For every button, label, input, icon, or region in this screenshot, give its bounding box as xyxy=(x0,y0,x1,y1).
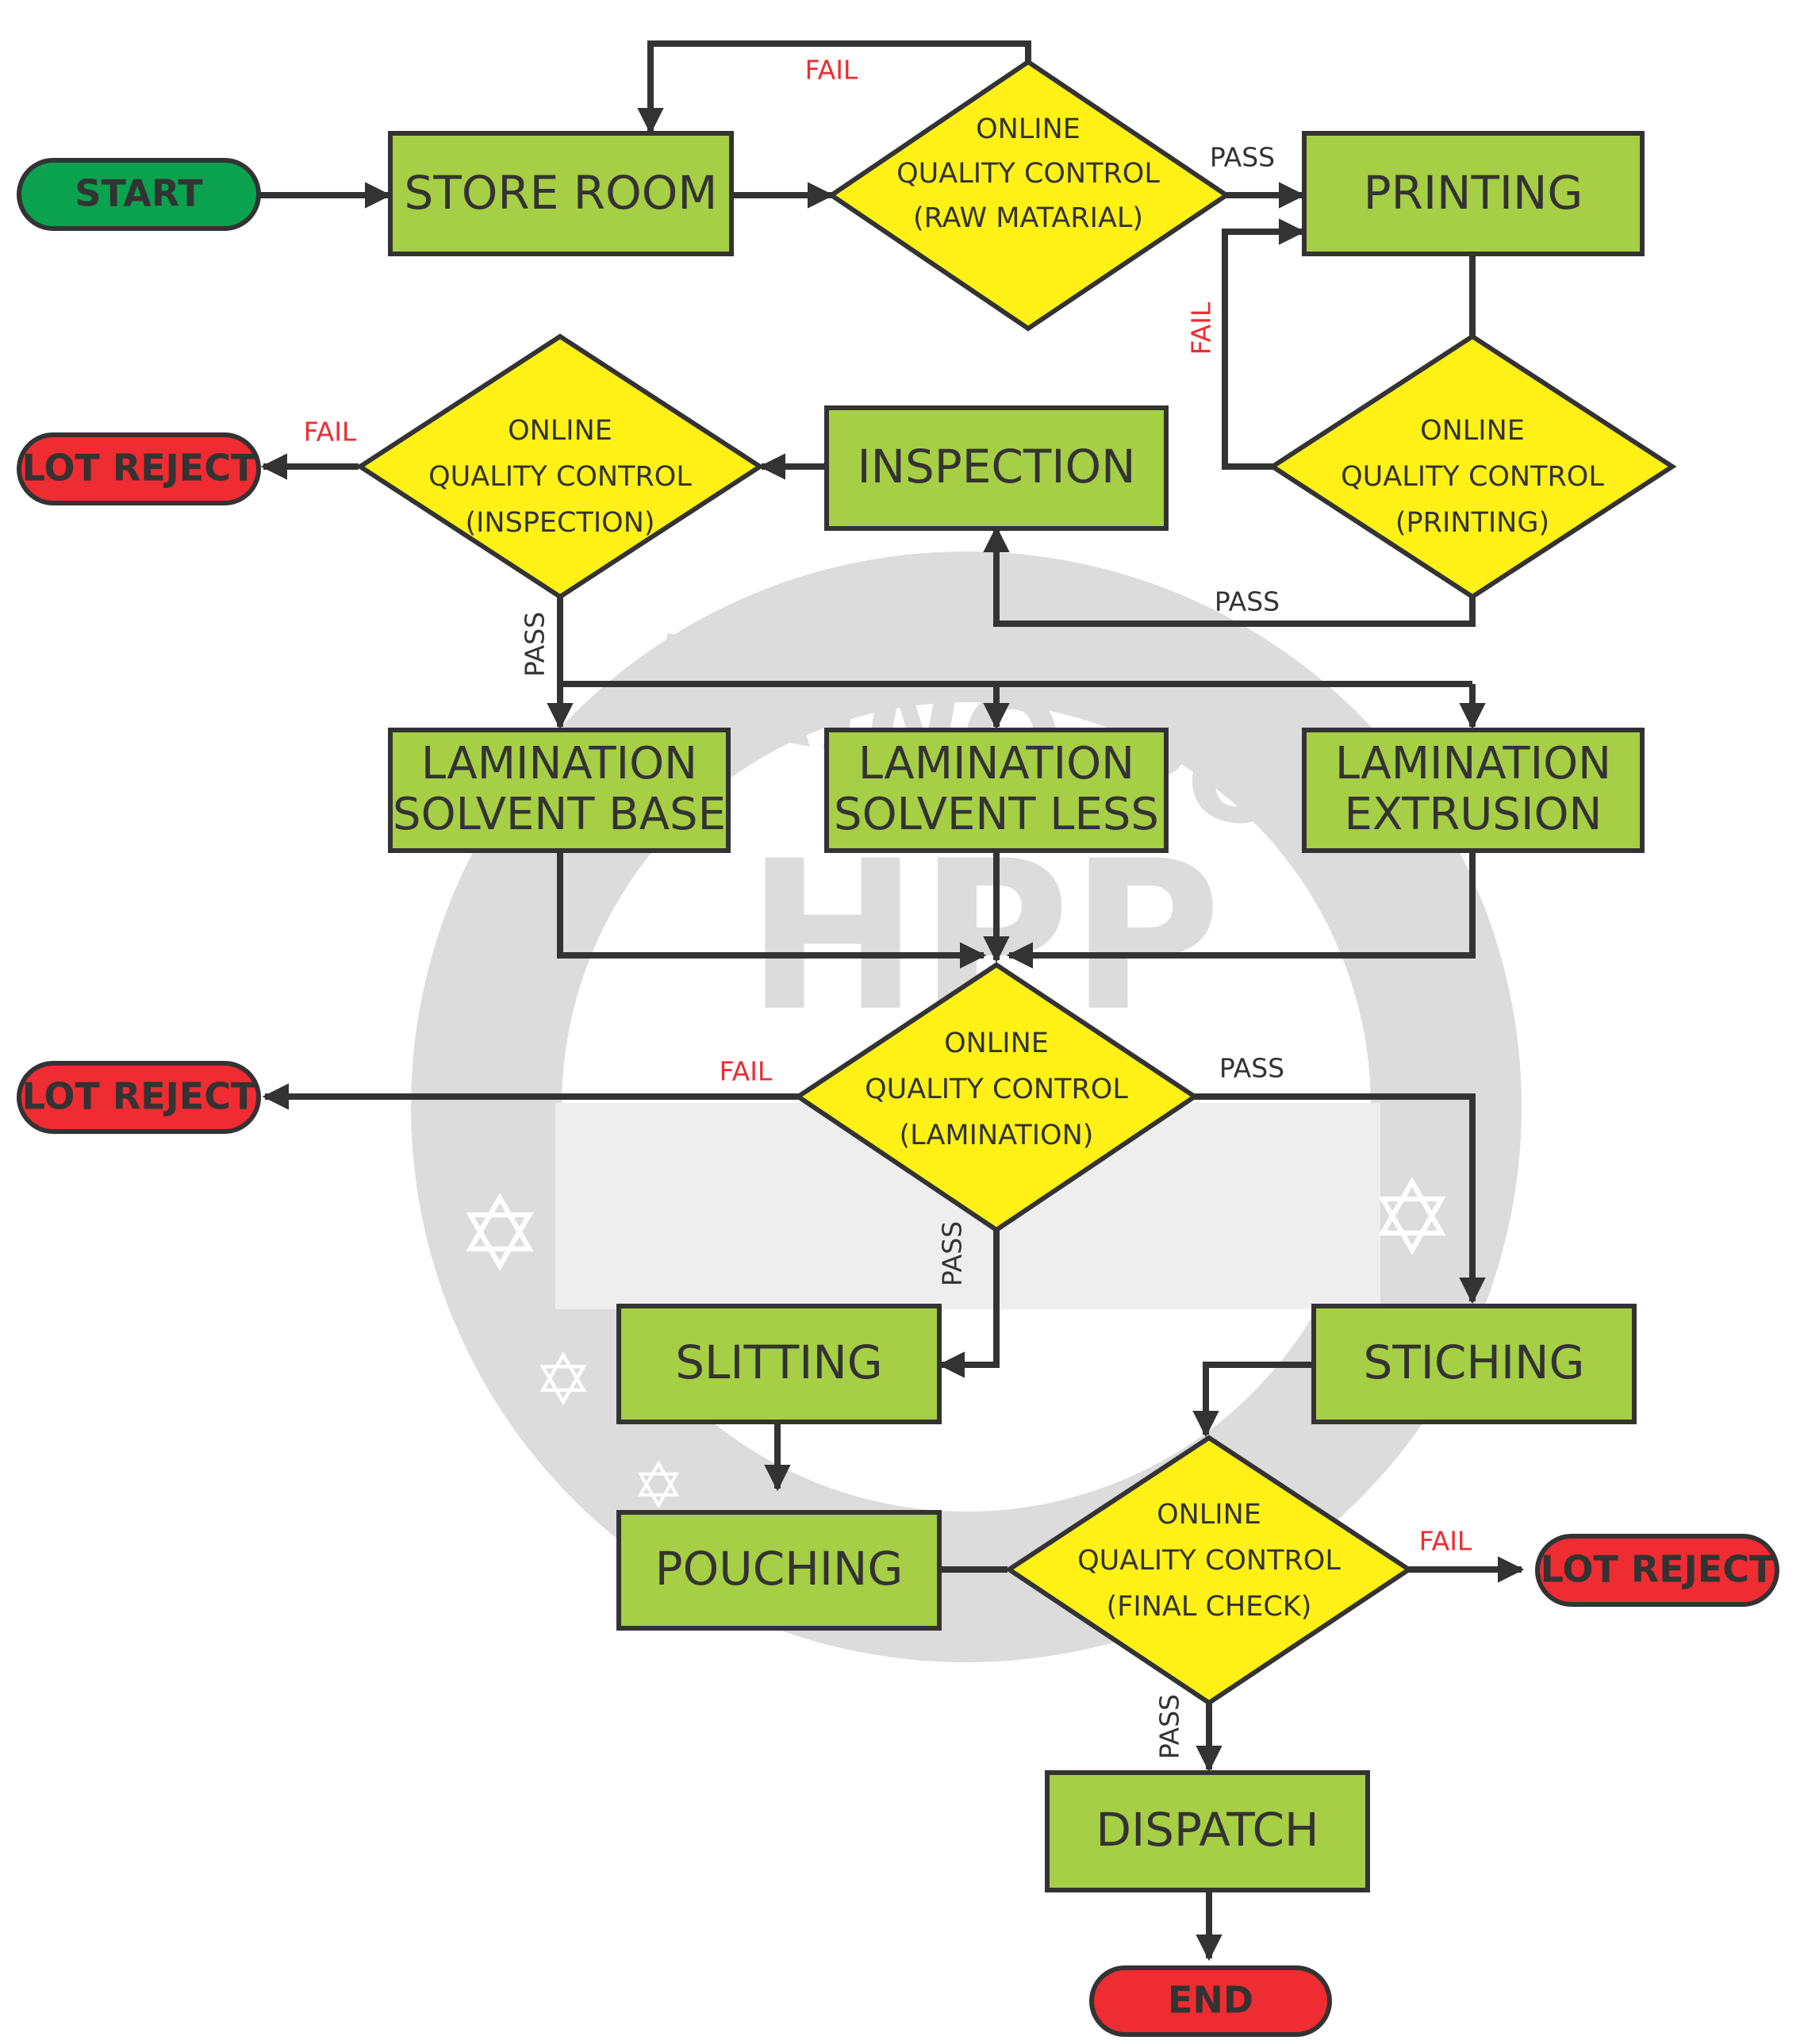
start-terminal: START xyxy=(17,158,261,231)
qc-final-line3: (FINAL CHECK) xyxy=(1107,1591,1312,1623)
qc-inspection-line1: ONLINE xyxy=(508,415,612,447)
qc-printing-line3: (PRINTING) xyxy=(1395,507,1549,539)
connector-merge-extrusion xyxy=(1006,851,1476,969)
qc-printing-line2: QUALITY CONTROL xyxy=(1341,461,1604,493)
lamination-extrusion-line2: EXTRUSION xyxy=(1345,789,1602,840)
store-room-label: STORE ROOM xyxy=(405,166,718,220)
qc-final-check-diamond: ONLINE QUALITY CONTROL (FINAL CHECK) xyxy=(1004,1435,1414,1706)
lamination-extrusion-line1: LAMINATION xyxy=(1335,738,1611,790)
inspection-label: INSPECTION xyxy=(857,440,1135,494)
lot-reject-lamination: LOT REJECT xyxy=(17,1061,261,1134)
pass-label: PASS xyxy=(1154,1694,1185,1759)
fail-label: FAIL xyxy=(720,1056,773,1087)
pass-label: PASS xyxy=(937,1221,968,1286)
connector-merge-base xyxy=(557,851,987,969)
qc-inspection-line3: (INSPECTION) xyxy=(465,507,654,539)
qc-printing-diamond: ONLINE QUALITY CONTROL (PRINTING) xyxy=(1268,333,1677,600)
end-terminal: END xyxy=(1089,1965,1332,2037)
fail-label: FAIL xyxy=(1186,302,1217,355)
qc-lamination-line1: ONLINE xyxy=(944,1028,1049,1059)
lamination-solvent-less-line1: LAMINATION xyxy=(858,738,1134,790)
connectors xyxy=(259,40,1525,1961)
lamination-solvent-less-line2: SOLVENT LESS xyxy=(834,789,1159,840)
slitting-label: SLITTING xyxy=(675,1335,883,1389)
watermark-star-icon: ✡ xyxy=(457,1178,543,1293)
lot-reject-label: LOT REJECT xyxy=(1541,1548,1775,1591)
connector-qclam-pass-slitting xyxy=(938,1230,1000,1378)
lot-reject-inspection: LOT REJECT xyxy=(17,432,261,505)
printing-label: PRINTING xyxy=(1364,166,1583,220)
qc-lamination-line2: QUALITY CONTROL xyxy=(865,1074,1128,1105)
qc-final-line1: ONLINE xyxy=(1157,1499,1261,1531)
connector-stiching-qcfinal xyxy=(1192,1362,1312,1438)
connector-qcprint-pass xyxy=(983,525,1476,627)
qc-raw-line2: QUALITY CONTROL xyxy=(896,158,1160,190)
qc-raw-material-diamond: ONLINE QUALITY CONTROL (RAW MATARIAL) xyxy=(827,59,1231,332)
lamination-solvent-base-line1: LAMINATION xyxy=(421,738,697,790)
qc-printing-line1: ONLINE xyxy=(1420,415,1525,447)
slitting-box: SLITTING xyxy=(616,1304,942,1424)
qc-inspection-diamond: ONLINE QUALITY CONTROL (INSPECTION) xyxy=(355,333,765,600)
connector-qcprint-fail xyxy=(1222,218,1306,470)
edge-labels: FAIL PASS FAIL PASS FAIL PASS FAIL PASS … xyxy=(304,55,1472,1760)
watermark-star-icon: ✡ xyxy=(1369,1162,1456,1277)
lot-reject-label: LOT REJECT xyxy=(22,1075,256,1118)
dispatch-box: DISPATCH xyxy=(1045,1770,1370,1892)
qc-lamination-diamond: ONLINE QUALITY CONTROL (LAMINATION) xyxy=(793,962,1199,1233)
stiching-label: STICHING xyxy=(1364,1335,1585,1389)
watermark-star-icon: ✡ xyxy=(533,1342,593,1420)
connector-qclam-pass-stiching xyxy=(1195,1093,1486,1304)
store-room-box: STORE ROOM xyxy=(388,131,734,256)
fail-label: FAIL xyxy=(805,55,858,86)
qc-final-line2: QUALITY CONTROL xyxy=(1077,1545,1341,1577)
pouching-box: POUCHING xyxy=(616,1510,942,1631)
inspection-box: INSPECTION xyxy=(824,405,1169,531)
pass-label: PASS xyxy=(520,612,551,677)
printing-box: PRINTING xyxy=(1302,131,1645,256)
pouching-label: POUCHING xyxy=(655,1542,904,1596)
lot-reject-label: LOT REJECT xyxy=(22,447,256,490)
connector-qcraw-fail xyxy=(637,40,1031,135)
lamination-solvent-base-line2: SOLVENT BASE xyxy=(393,789,726,840)
qc-lamination-line3: (LAMINATION) xyxy=(900,1120,1094,1151)
fail-label: FAIL xyxy=(1419,1526,1472,1557)
qc-raw-line1: ONLINE xyxy=(976,113,1080,145)
dispatch-label: DISPATCH xyxy=(1096,1803,1318,1857)
start-label: START xyxy=(75,172,203,215)
lamination-extrusion-box: LAMINATION EXTRUSION xyxy=(1302,728,1645,853)
lot-reject-final: LOT REJECT xyxy=(1535,1534,1779,1607)
stiching-box: STICHING xyxy=(1311,1304,1637,1424)
lamination-solvent-less-box: LAMINATION SOLVENT LESS xyxy=(824,728,1169,853)
end-label: END xyxy=(1168,1979,1253,2022)
pass-label: PASS xyxy=(1219,1053,1284,1084)
pass-label: PASS xyxy=(1210,142,1275,173)
qc-inspection-line2: QUALITY CONTROL xyxy=(428,461,692,493)
qc-raw-line3: (RAW MATARIAL) xyxy=(913,202,1143,234)
pass-label: PASS xyxy=(1215,586,1280,617)
fail-label: FAIL xyxy=(304,417,357,448)
lamination-solvent-base-box: LAMINATION SOLVENT BASE xyxy=(388,728,731,853)
